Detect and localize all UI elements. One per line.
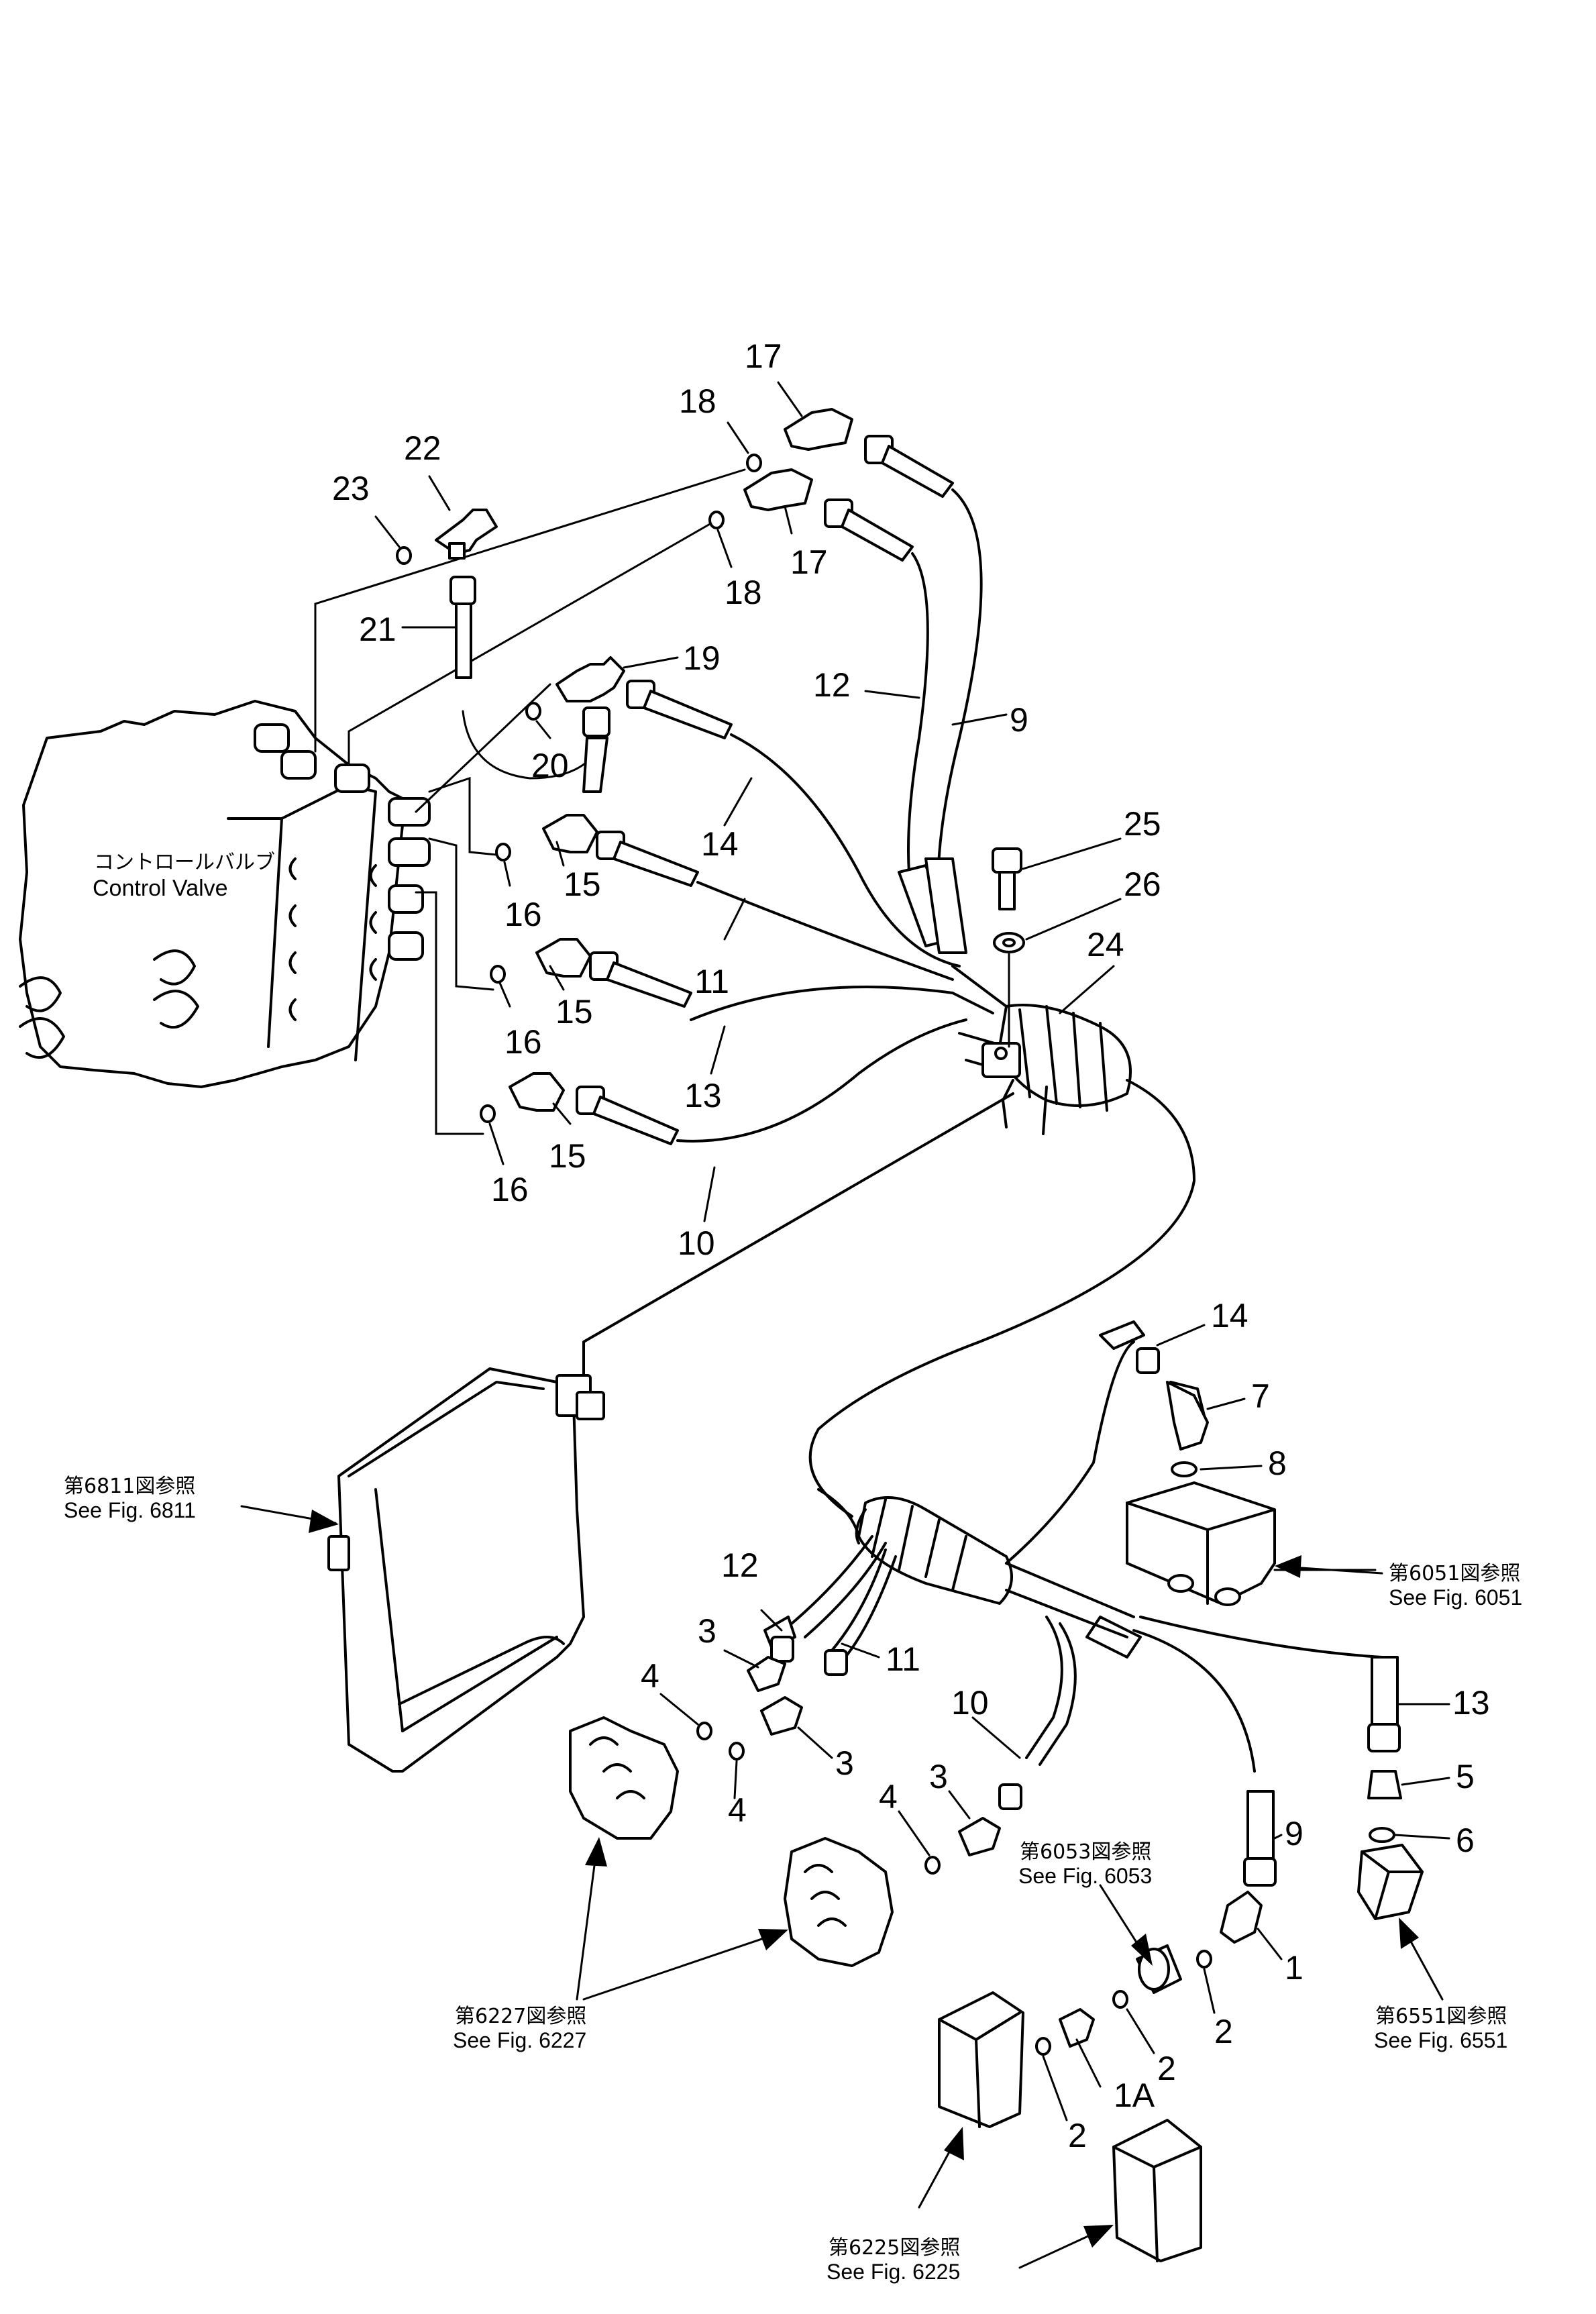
ref-6551-jp: 第6551図参照 — [1375, 2005, 1507, 2028]
label-23: 23 — [332, 470, 370, 507]
hose-bundle-routing — [562, 1079, 1195, 1518]
ref-6051-jp: 第6051図参照 — [1389, 1562, 1520, 1585]
label-13b: 13 — [1452, 1684, 1490, 1722]
lower-hoses — [763, 1320, 1401, 1887]
label-13: 13 — [684, 1077, 722, 1114]
label-26: 26 — [1124, 865, 1161, 903]
label-14: 14 — [701, 825, 739, 863]
part-number-labels: 17 18 17 18 22 23 21 19 20 12 9 14 15 16… — [332, 337, 1490, 2154]
reference-arrows — [240, 1505, 1444, 2269]
label-21: 21 — [359, 611, 396, 648]
label-11b: 11 — [886, 1640, 920, 1678]
reference-labels: 第6811図参照 See Fig. 6811 第6051図参照 See Fig.… — [64, 1475, 1522, 2284]
label-2a: 2 — [1214, 2013, 1233, 2050]
oring-18a — [746, 454, 762, 472]
label-3b: 3 — [835, 1744, 854, 1782]
label-20: 20 — [531, 747, 569, 784]
label-17: 17 — [745, 337, 782, 375]
oring-18b — [708, 511, 725, 529]
oring-16c — [480, 1104, 496, 1123]
label-7: 7 — [1251, 1377, 1270, 1415]
label-8: 8 — [1268, 1444, 1287, 1482]
label-5: 5 — [1456, 1758, 1475, 1795]
oring-23 — [396, 546, 412, 565]
label-6: 6 — [1456, 1822, 1475, 1859]
oring-16a — [495, 843, 511, 861]
ref-6225-en: See Fig. 6225 — [827, 2260, 960, 2284]
label-12b: 12 — [721, 1546, 759, 1584]
label-3c: 3 — [929, 1758, 948, 1795]
label-19: 19 — [683, 639, 721, 677]
ref-6053-jp: 第6053図参照 — [1020, 1840, 1151, 1864]
label-17b: 17 — [790, 543, 828, 581]
tank-bracket — [327, 1367, 605, 1773]
label-4c: 4 — [879, 1778, 898, 1816]
label-12: 12 — [813, 666, 851, 704]
fittings-lower — [696, 1381, 1402, 2056]
hoses-upper — [576, 435, 983, 1145]
valve-blocks-lower — [569, 1481, 1424, 2262]
ref-6227-en: See Fig. 6227 — [453, 2028, 586, 2052]
ref-6811-en: See Fig. 6811 — [64, 1498, 196, 1522]
label-15b: 15 — [555, 993, 593, 1031]
ref-6053-en: See Fig. 6053 — [1018, 1864, 1152, 1888]
ref-6051-en: See Fig. 6051 — [1389, 1585, 1522, 1610]
label-2b: 2 — [1157, 2050, 1176, 2087]
label-16c: 16 — [491, 1171, 529, 1208]
label-1: 1 — [1285, 1949, 1304, 1987]
label-15c: 15 — [549, 1137, 586, 1175]
ref-6811-jp: 第6811図参照 — [64, 1475, 195, 1498]
oring-20 — [525, 702, 541, 721]
label-18: 18 — [679, 382, 716, 420]
hose-bundle-lower — [817, 1340, 1383, 1773]
label-16b: 16 — [504, 1023, 542, 1061]
label-3a: 3 — [698, 1612, 716, 1650]
label-1a: 1A — [1114, 2076, 1155, 2114]
label-11: 11 — [694, 963, 729, 1000]
label-4b: 4 — [728, 1791, 747, 1829]
label-4a: 4 — [641, 1657, 659, 1695]
label-9: 9 — [1010, 701, 1028, 739]
hose-bundle-upper — [898, 847, 1132, 1135]
label-10b: 10 — [951, 1684, 989, 1722]
control-valve-label-en: Control Valve — [93, 876, 228, 901]
leader-lines — [374, 381, 1450, 2121]
fittings-upper — [396, 408, 853, 1123]
ref-6551-en: See Fig. 6551 — [1374, 2028, 1507, 2052]
label-24: 24 — [1087, 926, 1124, 963]
label-16a: 16 — [504, 896, 542, 933]
valve-pilot-lines — [314, 468, 746, 1135]
label-9b: 9 — [1285, 1815, 1304, 1852]
label-14b: 14 — [1211, 1297, 1248, 1334]
label-18b: 18 — [725, 574, 762, 611]
label-2c: 2 — [1068, 2117, 1087, 2154]
label-22: 22 — [404, 429, 441, 467]
control-valve-label-jp: コントロールバルブ — [94, 851, 275, 874]
ref-6225-jp: 第6225図参照 — [829, 2236, 960, 2260]
control-valve: コントロールバルブ Control Valve — [19, 700, 431, 1088]
oring-16b — [490, 965, 506, 984]
label-15a: 15 — [564, 865, 601, 903]
ref-6227-jp: 第6227図参照 — [455, 2005, 586, 2028]
label-25: 25 — [1124, 805, 1161, 843]
label-10: 10 — [678, 1224, 715, 1262]
